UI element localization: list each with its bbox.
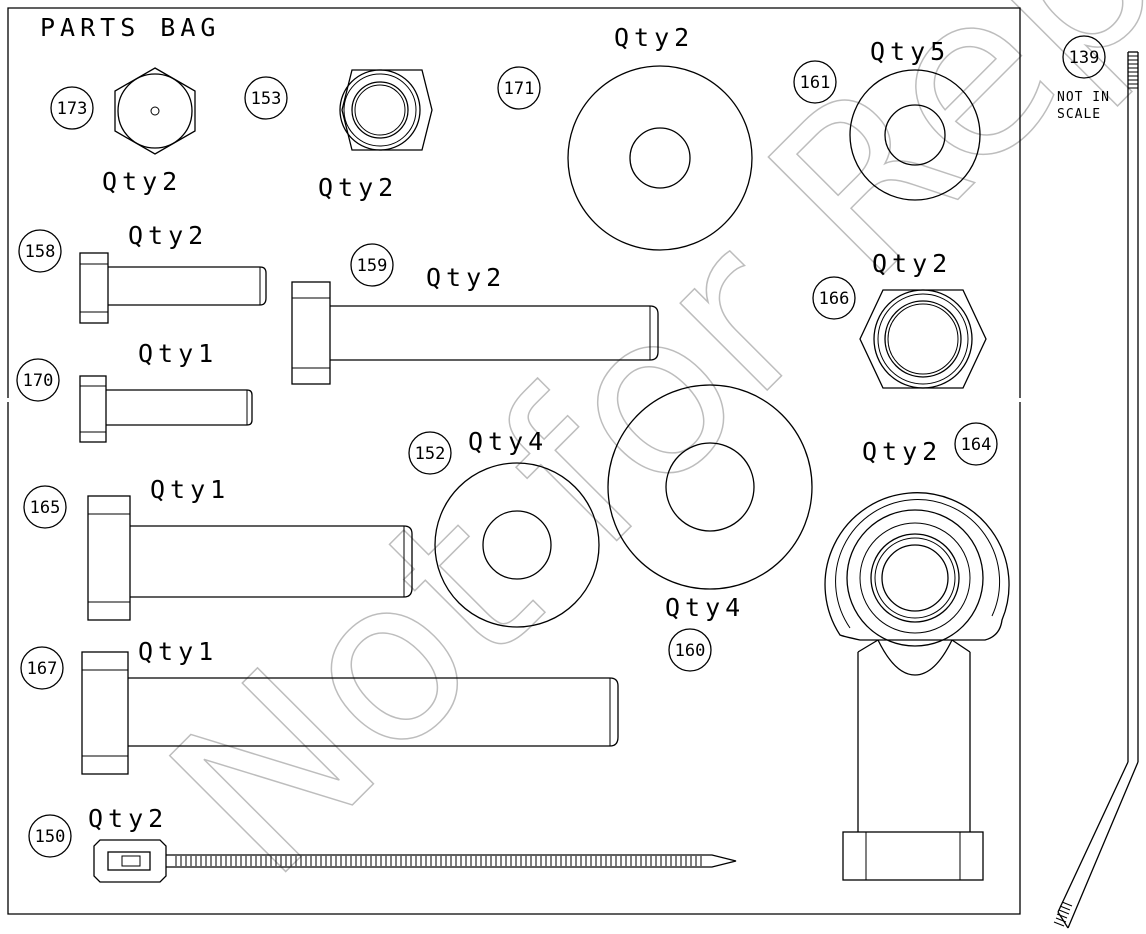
callout-circle [244, 76, 288, 120]
callout-number: 173 [57, 99, 88, 119]
qty-label-165: Qty1 [150, 475, 230, 504]
callout-number: 164 [961, 435, 992, 455]
part-170-bolt [79, 375, 253, 443]
callout-number: 139 [1069, 48, 1100, 68]
parts-bag-title: PARTS BAG [40, 13, 220, 42]
qty-label-170: Qty1 [138, 339, 218, 368]
watermark-text: Not for Repro [123, 0, 1146, 925]
callout-153: 153 [244, 76, 288, 120]
callout-circle [1062, 35, 1106, 79]
qty-label-150: Qty2 [88, 804, 168, 833]
callout-circle [23, 485, 67, 529]
callout-number: 152 [415, 444, 446, 464]
part-171-washer [567, 65, 753, 251]
qty-label-160: Qty4 [665, 593, 745, 622]
callout-circle [16, 358, 60, 402]
callout-150: 150 [28, 814, 72, 858]
qty-label-171: Qty2 [614, 23, 694, 52]
watermark: Not for Repro [122, 0, 1146, 926]
qty-label-153: Qty2 [318, 173, 398, 202]
qty-label-152: Qty4 [468, 427, 548, 456]
callout-circle [50, 86, 94, 130]
callout-152: 152 [408, 431, 452, 475]
callout-number: 165 [30, 498, 61, 518]
part-153-nut [339, 69, 433, 151]
qty-label-158: Qty2 [128, 221, 208, 250]
callout-circle [350, 243, 394, 287]
callout-number: 153 [251, 89, 282, 109]
callout-164: 164 [954, 422, 998, 466]
part-158-bolt [79, 252, 267, 324]
callout-number: 160 [675, 641, 706, 661]
qty-label-161: Qty5 [870, 37, 950, 66]
callout-160: 160 [668, 628, 712, 672]
callout-group: 173 153 171 161 139 158 159 166 170 152 164 165 160 1… [16, 35, 1106, 858]
qty-label-167: Qty1 [138, 637, 218, 666]
qty-label-164: Qty2 [862, 437, 942, 466]
part-160-washer [607, 384, 813, 590]
part-161-washer [849, 69, 981, 201]
part-139-rod [1053, 51, 1139, 929]
callout-number: 159 [357, 256, 388, 276]
callout-number: 167 [27, 659, 58, 679]
callout-161: 161 [793, 60, 837, 104]
rod-thread-bottom [1053, 901, 1073, 927]
callout-circle [954, 422, 998, 466]
part-173-cap-nut [114, 67, 196, 155]
part-159-bolt [291, 281, 659, 385]
qty-label-173: Qty2 [102, 167, 182, 196]
qty-label-166: Qty2 [872, 249, 952, 278]
callout-circle [668, 628, 712, 672]
callout-173: 173 [50, 86, 94, 130]
qty-label-159: Qty2 [426, 263, 506, 292]
callout-170: 170 [16, 358, 60, 402]
part-165-bolt [87, 495, 413, 621]
part-150-cable-tie [93, 839, 737, 883]
scale-note-line-1: NOT IN [1057, 90, 1110, 105]
callout-number: 158 [25, 242, 56, 262]
callout-139: 139 [1062, 35, 1106, 79]
callout-number: 150 [35, 827, 66, 847]
part-167-bolt [81, 651, 619, 775]
part-166-nut [859, 289, 987, 389]
callout-circle [408, 431, 452, 475]
callout-158: 158 [18, 229, 62, 273]
callout-171: 171 [497, 66, 541, 110]
scale-note-line-2: SCALE [1057, 107, 1101, 122]
callout-number: 171 [504, 79, 535, 99]
callout-circle [28, 814, 72, 858]
rod-thread-top [1128, 55, 1138, 89]
callout-circle [18, 229, 62, 273]
part-164-rod-end [824, 492, 1010, 881]
callout-circle [497, 66, 541, 110]
callout-159: 159 [350, 243, 394, 287]
callout-167: 167 [20, 646, 64, 690]
callout-165: 165 [23, 485, 67, 529]
callout-number: 170 [23, 371, 54, 391]
callout-166: 166 [812, 276, 856, 320]
callout-circle [793, 60, 837, 104]
callout-circle [812, 276, 856, 320]
callout-number: 166 [819, 289, 850, 309]
callout-number: 161 [800, 73, 831, 93]
callout-circle [20, 646, 64, 690]
frame [7, 7, 1021, 915]
part-152-washer [434, 462, 600, 628]
